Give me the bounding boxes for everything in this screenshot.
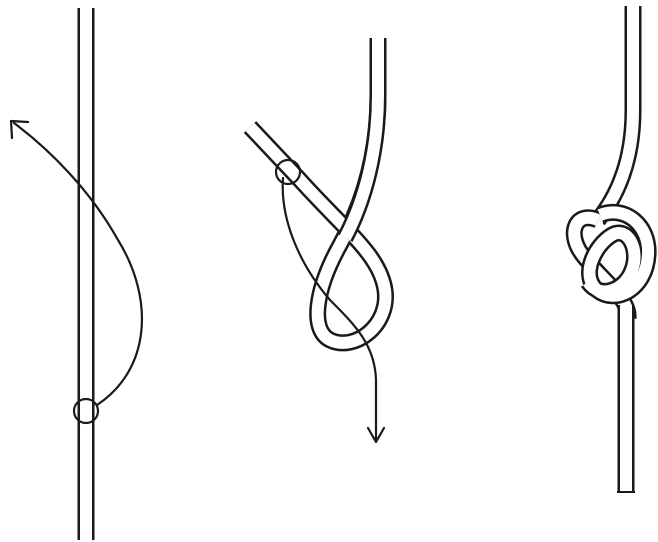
step-1-straight-rope [11,8,142,540]
step-2-loop [250,38,385,442]
step-3-finished-knot [574,6,648,492]
